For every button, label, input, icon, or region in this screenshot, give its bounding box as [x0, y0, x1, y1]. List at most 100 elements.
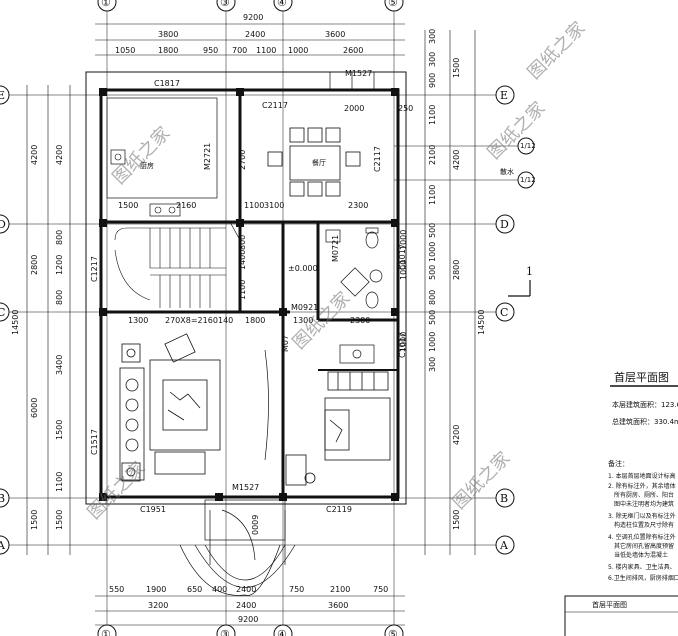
dim-top-r3-6: 2600 [343, 46, 363, 55]
dim-bottom-r1-2: 650 [187, 585, 202, 594]
door-M0921: M0921 [291, 303, 318, 312]
dim-left-inner-2: 1200 [55, 255, 64, 275]
bedroom [285, 371, 391, 486]
dim-top-r2-0: 3800 [158, 30, 178, 39]
dining-table: 餐厅 [267, 127, 361, 197]
window-C1017-a: C1017 [398, 244, 407, 270]
stamp-title: 首层平面图 [592, 600, 627, 609]
dim-lines-top [95, 23, 405, 56]
dim-right-inner-0: 1000 [399, 230, 408, 250]
dim-right-c1-10: 500 [428, 310, 437, 325]
staircase [114, 227, 226, 308]
dim-left-inner-4: 3400 [55, 355, 64, 375]
door-M2721: M2721 [203, 143, 212, 170]
dim-left-inner-7: 1500 [55, 510, 64, 530]
window-C1017-b: C1017 [398, 332, 407, 358]
dim-right-c2-1: 4200 [452, 150, 461, 170]
entrance-porch [194, 499, 296, 588]
note-3: 图中未注明者均为建筑 [614, 500, 674, 508]
area-label-1: 本层建筑面积：123.6 [612, 400, 678, 409]
dim-left-outer-1: 2800 [30, 255, 39, 275]
axis-top-1: ① [101, 0, 111, 9]
dim-top-total: 9200 [243, 13, 263, 22]
dim-bottom-r2-0: 3200 [148, 601, 168, 610]
note-6: 4. 空调孔位置除有标注外 [608, 533, 676, 541]
dim-right-c1-3: 1100 [428, 105, 437, 125]
dim-left-labels: 4200 2800 6000 1500 4200 800 1200 800 34… [11, 145, 64, 530]
axis-right-B: B [500, 492, 508, 505]
door-M1527-bottom: M1527 [232, 483, 259, 492]
window-C1951: C1951 [140, 505, 166, 514]
axis-bubbles-left: E D C B A [0, 85, 10, 555]
door-M07b: M07 [281, 335, 290, 352]
dim-top-r3-3: 700 [232, 46, 247, 55]
window-C1517: C1517 [90, 429, 99, 455]
dim-right-c1-6: 500 [428, 223, 437, 238]
axis-top-3: ③ [220, 0, 230, 9]
drawing-title: 首层平面图 [614, 370, 669, 384]
dim-right-c1-9: 800 [428, 290, 437, 305]
dim-right-c1-7: 1000 [428, 242, 437, 262]
dim-right-total: 14500 [477, 310, 486, 335]
axis-top-4: ④ [277, 0, 287, 9]
dim-top-r3-4: 1100 [256, 46, 276, 55]
dim-bottom-total: 9200 [238, 615, 258, 624]
watermark-1: 图纸之家 [484, 98, 550, 164]
watermark-5: 图纸之家 [524, 18, 590, 84]
inner-dim-14: 1100 [238, 280, 247, 300]
door-M0721: M0721 [331, 235, 340, 262]
inner-dim-5: 2000 [344, 104, 364, 113]
dim-right-c2-4: 1500 [452, 510, 461, 530]
axis-right-E: E [500, 89, 508, 102]
building-walls [85, 71, 407, 505]
inner-dim-11: 1800 [245, 316, 265, 325]
dim-right-inner-2: 1000 [399, 332, 408, 352]
dim-right-c1-4: 2100 [428, 145, 437, 165]
dim-left-inner-0: 4200 [55, 145, 64, 165]
axis-bottom-5: ⑤ [388, 628, 398, 636]
axis-right-C: C [500, 306, 508, 319]
dim-lines-left [26, 85, 71, 555]
note-0: 1. 本层首层地面设计标高 [608, 472, 676, 480]
dim-right-c1-11: 1000 [428, 332, 437, 352]
note-2: 所有厨房、厕所、阳台 [614, 491, 674, 499]
dim-left-outer-3: 1500 [30, 510, 39, 530]
axis-bubbles-top: ① ③ ④ ⑤ [97, 0, 404, 12]
dim-top-r2-1: 2400 [245, 30, 265, 39]
dim-left-inner-6: 1100 [55, 472, 64, 492]
window-C2117-right: C2117 [373, 146, 382, 172]
axis-left-A: A [0, 539, 6, 552]
axis-right-D: D [500, 218, 509, 231]
dim-right-c1-1: 900 [428, 73, 437, 88]
inner-dim-6: 250 [398, 104, 413, 113]
inner-dim-3: 3100 [264, 201, 284, 210]
area-label-2: 总建筑面积：330.4m [612, 417, 678, 426]
axis-left-C: C [0, 306, 5, 319]
dim-lines-right [424, 30, 476, 555]
axis-bottom-1: ① [101, 628, 111, 636]
dim-bottom-r1-4: 2400 [236, 585, 256, 594]
room-kitchen-label: 厨房 [140, 161, 154, 170]
axis-left-E: E [0, 89, 5, 102]
notes-title: 备注： [608, 459, 629, 468]
inner-dim-13: 2300 [350, 316, 370, 325]
dim-right-c1-12: 300 [428, 357, 437, 372]
axis-bottom-4: ④ [277, 628, 287, 636]
dim-left-outer-0: 4200 [30, 145, 39, 165]
watermark-0: 图纸之家 [109, 123, 175, 189]
inner-dim-7: 2700 [238, 150, 247, 170]
inner-dim-15: 1400 [238, 250, 247, 270]
dim-right-inner-1: 1000 [399, 260, 408, 280]
dim-left-outer-2: 6000 [30, 398, 39, 418]
axis-bottom-3: ③ [220, 628, 230, 636]
axis-left-D: D [0, 218, 6, 231]
section-mark: 1 [508, 265, 533, 297]
inner-dim-16: 800 [238, 235, 247, 250]
dim-right-c2-3: 4200 [452, 425, 461, 445]
dim-right-c1-5: 1100 [428, 185, 437, 205]
living-room-sofa [119, 333, 221, 482]
axis-bubbles-bottom: ① ③ ④ ⑤ [97, 624, 404, 636]
axis-left-B: B [0, 492, 5, 505]
axis-right-A: A [499, 539, 509, 552]
